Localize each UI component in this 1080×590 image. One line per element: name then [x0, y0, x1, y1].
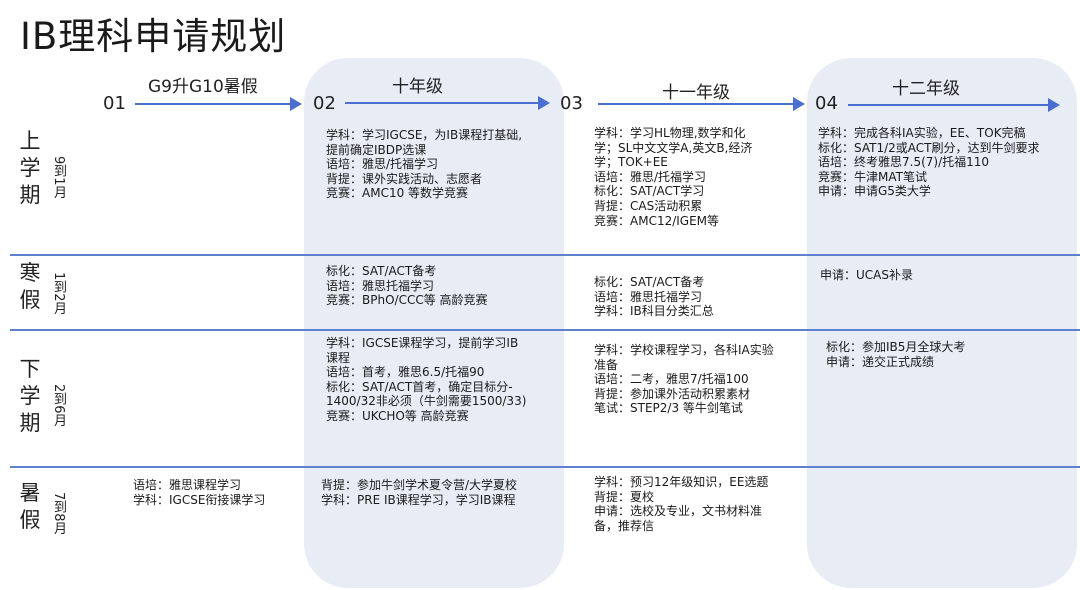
row-divider-1	[10, 254, 1080, 256]
cell-second-semester-grade11: 学科：学校课程学习，各科IA实验 准备 语培：二考，雅思7/托福100 背提：参…	[594, 343, 774, 416]
cell-second-semester-grade10: 学科：IGCSE课程学习，提前学习IB 课程 语培：首考，雅思6.5/托福90 …	[326, 336, 527, 423]
grade12-column-bg	[807, 58, 1077, 588]
period-second-semester: 2到6月	[51, 384, 66, 427]
column-number-03: 03	[560, 93, 583, 114]
cell-first-semester-grade10: 学科：学习IGCSE，为IB课程打基础, 提前确定IBDP选课 语培：雅思/托福…	[326, 128, 523, 201]
timeline-arrow-4	[848, 98, 1060, 112]
timeline-arrow-1	[135, 97, 302, 111]
cell-summer-grade10: 背提：参加牛剑学术夏令营/大学夏校 学科：PRE IB课程学习，学习IB课程	[321, 478, 518, 507]
cell-winter-grade12: 申请：UCAS补录	[820, 268, 913, 282]
period-first-semester: 9到1月	[51, 156, 66, 199]
column-label-summer-g9: G9升G10暑假	[148, 77, 258, 97]
cell-first-semester-grade12: 学科：完成各科IA实验，EE、TOK完稿 标化：SAT1/2或ACT刷分，达到牛…	[818, 126, 1040, 199]
row-divider-2	[10, 329, 1080, 331]
period-winter-break: 1到2月	[51, 272, 66, 315]
cell-second-semester-grade12: 标化：参加IB5月全球大考 申请：递交正式成绩	[826, 340, 966, 369]
grade10-column-bg	[304, 58, 564, 588]
cell-first-semester-grade11: 学科：学习HL物理,数学和化 学；SL中文文学A,英文B,经济 学；TOK+EE…	[594, 126, 753, 228]
page-title: IB理科申请规划	[20, 15, 287, 58]
cell-winter-grade10: 标化：SAT/ACT备考 语培：雅思托福学习 竞赛：BPhO/CCC等 高龄竞赛	[326, 264, 488, 308]
column-label-grade12: 十二年级	[892, 79, 960, 99]
period-summer-break: 7到8月	[51, 492, 66, 535]
cell-summer-grade11: 学科：预习12年级知识，EE选题 背提：夏校 申请：选校及专业，文书材料准 备，…	[594, 475, 769, 533]
timeline-arrow-2	[345, 96, 550, 110]
cell-summer-g9: 语培：雅思课程学习 学科：IGCSE衔接课学习	[133, 478, 266, 507]
term-label-summer-break: 暑 假	[19, 481, 41, 532]
row-divider-3	[10, 466, 1080, 468]
term-label-first-semester: 上 学 期	[19, 129, 41, 207]
column-number-02: 02	[313, 93, 336, 114]
column-label-grade11: 十一年级	[662, 83, 730, 103]
term-label-winter-break: 寒 假	[19, 261, 41, 312]
column-label-grade10: 十年级	[392, 77, 443, 97]
timeline-arrow-3	[598, 97, 805, 111]
column-number-04: 04	[815, 93, 838, 114]
column-number-01: 01	[103, 93, 126, 114]
cell-winter-grade11: 标化：SAT/ACT备考 语培：雅思托福学习 学科：IB科目分类汇总	[594, 275, 714, 319]
term-label-second-semester: 下 学 期	[19, 357, 41, 435]
